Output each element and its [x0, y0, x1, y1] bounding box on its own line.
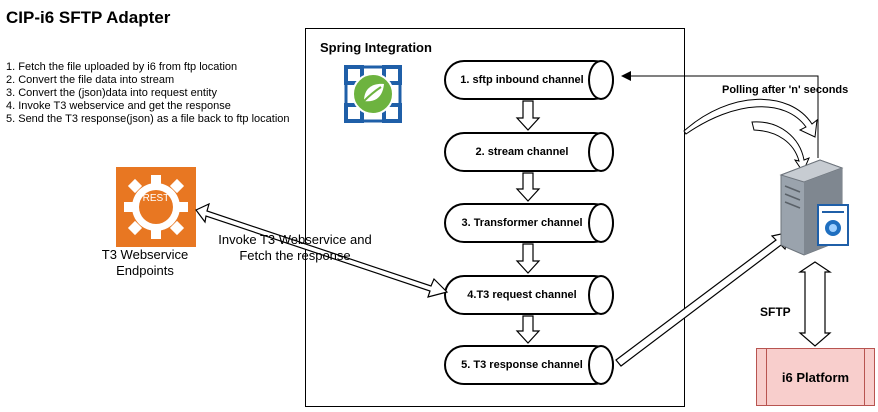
i6-platform-box: i6 Platform: [756, 348, 875, 406]
channel-label: 2. stream channel: [475, 146, 569, 158]
step-item: 1. Fetch the file uploaded by i6 from ft…: [6, 61, 238, 73]
polling-curve: [751, 121, 810, 174]
channel-stream: 2. stream channel: [444, 132, 614, 172]
step-item: 2. Convert the file data into stream: [6, 74, 175, 86]
polling-label: Polling after 'n' seconds: [722, 84, 849, 96]
channel-transformer: 3. Transformer channel: [444, 203, 614, 243]
step-item: 3. Convert the (json)data into request e…: [6, 87, 217, 99]
rest-icon-text: REST: [143, 193, 170, 204]
webservice-label: T3 Webservice Endpoints: [101, 247, 189, 278]
channel-label: 5. T3 response channel: [461, 359, 583, 371]
rest-icon: [116, 167, 196, 247]
invoke-label: Invoke T3 Webservice and Fetch the respo…: [218, 232, 372, 263]
server-icon: [779, 159, 849, 256]
steps-list: 1. Fetch the file uploaded by i6 from ft…: [6, 61, 291, 126]
channel-label: 4.T3 request channel: [467, 289, 577, 301]
sftp-arrow: [798, 261, 832, 347]
channel-t3-response: 5. T3 response channel: [444, 345, 614, 385]
i6-platform-label: i6 Platform: [781, 369, 850, 385]
step-item: 5. Send the T3 response(json) as a file …: [6, 113, 290, 125]
diagram-title: CIP-i6 SFTP Adapter: [6, 8, 171, 27]
channel-t3-request: 4.T3 request channel: [444, 275, 614, 315]
spring-integration-label: Spring Integration: [320, 40, 432, 55]
step-item: 4. Invoke T3 webservice and get the resp…: [6, 100, 231, 112]
sftp-label: SFTP: [760, 305, 791, 319]
channel-label: 3. Transformer channel: [461, 217, 583, 229]
channel-sftp-inbound: 1. sftp inbound channel: [444, 60, 614, 100]
polling-curve: [683, 98, 818, 138]
channel-label: 1. sftp inbound channel: [460, 74, 584, 86]
